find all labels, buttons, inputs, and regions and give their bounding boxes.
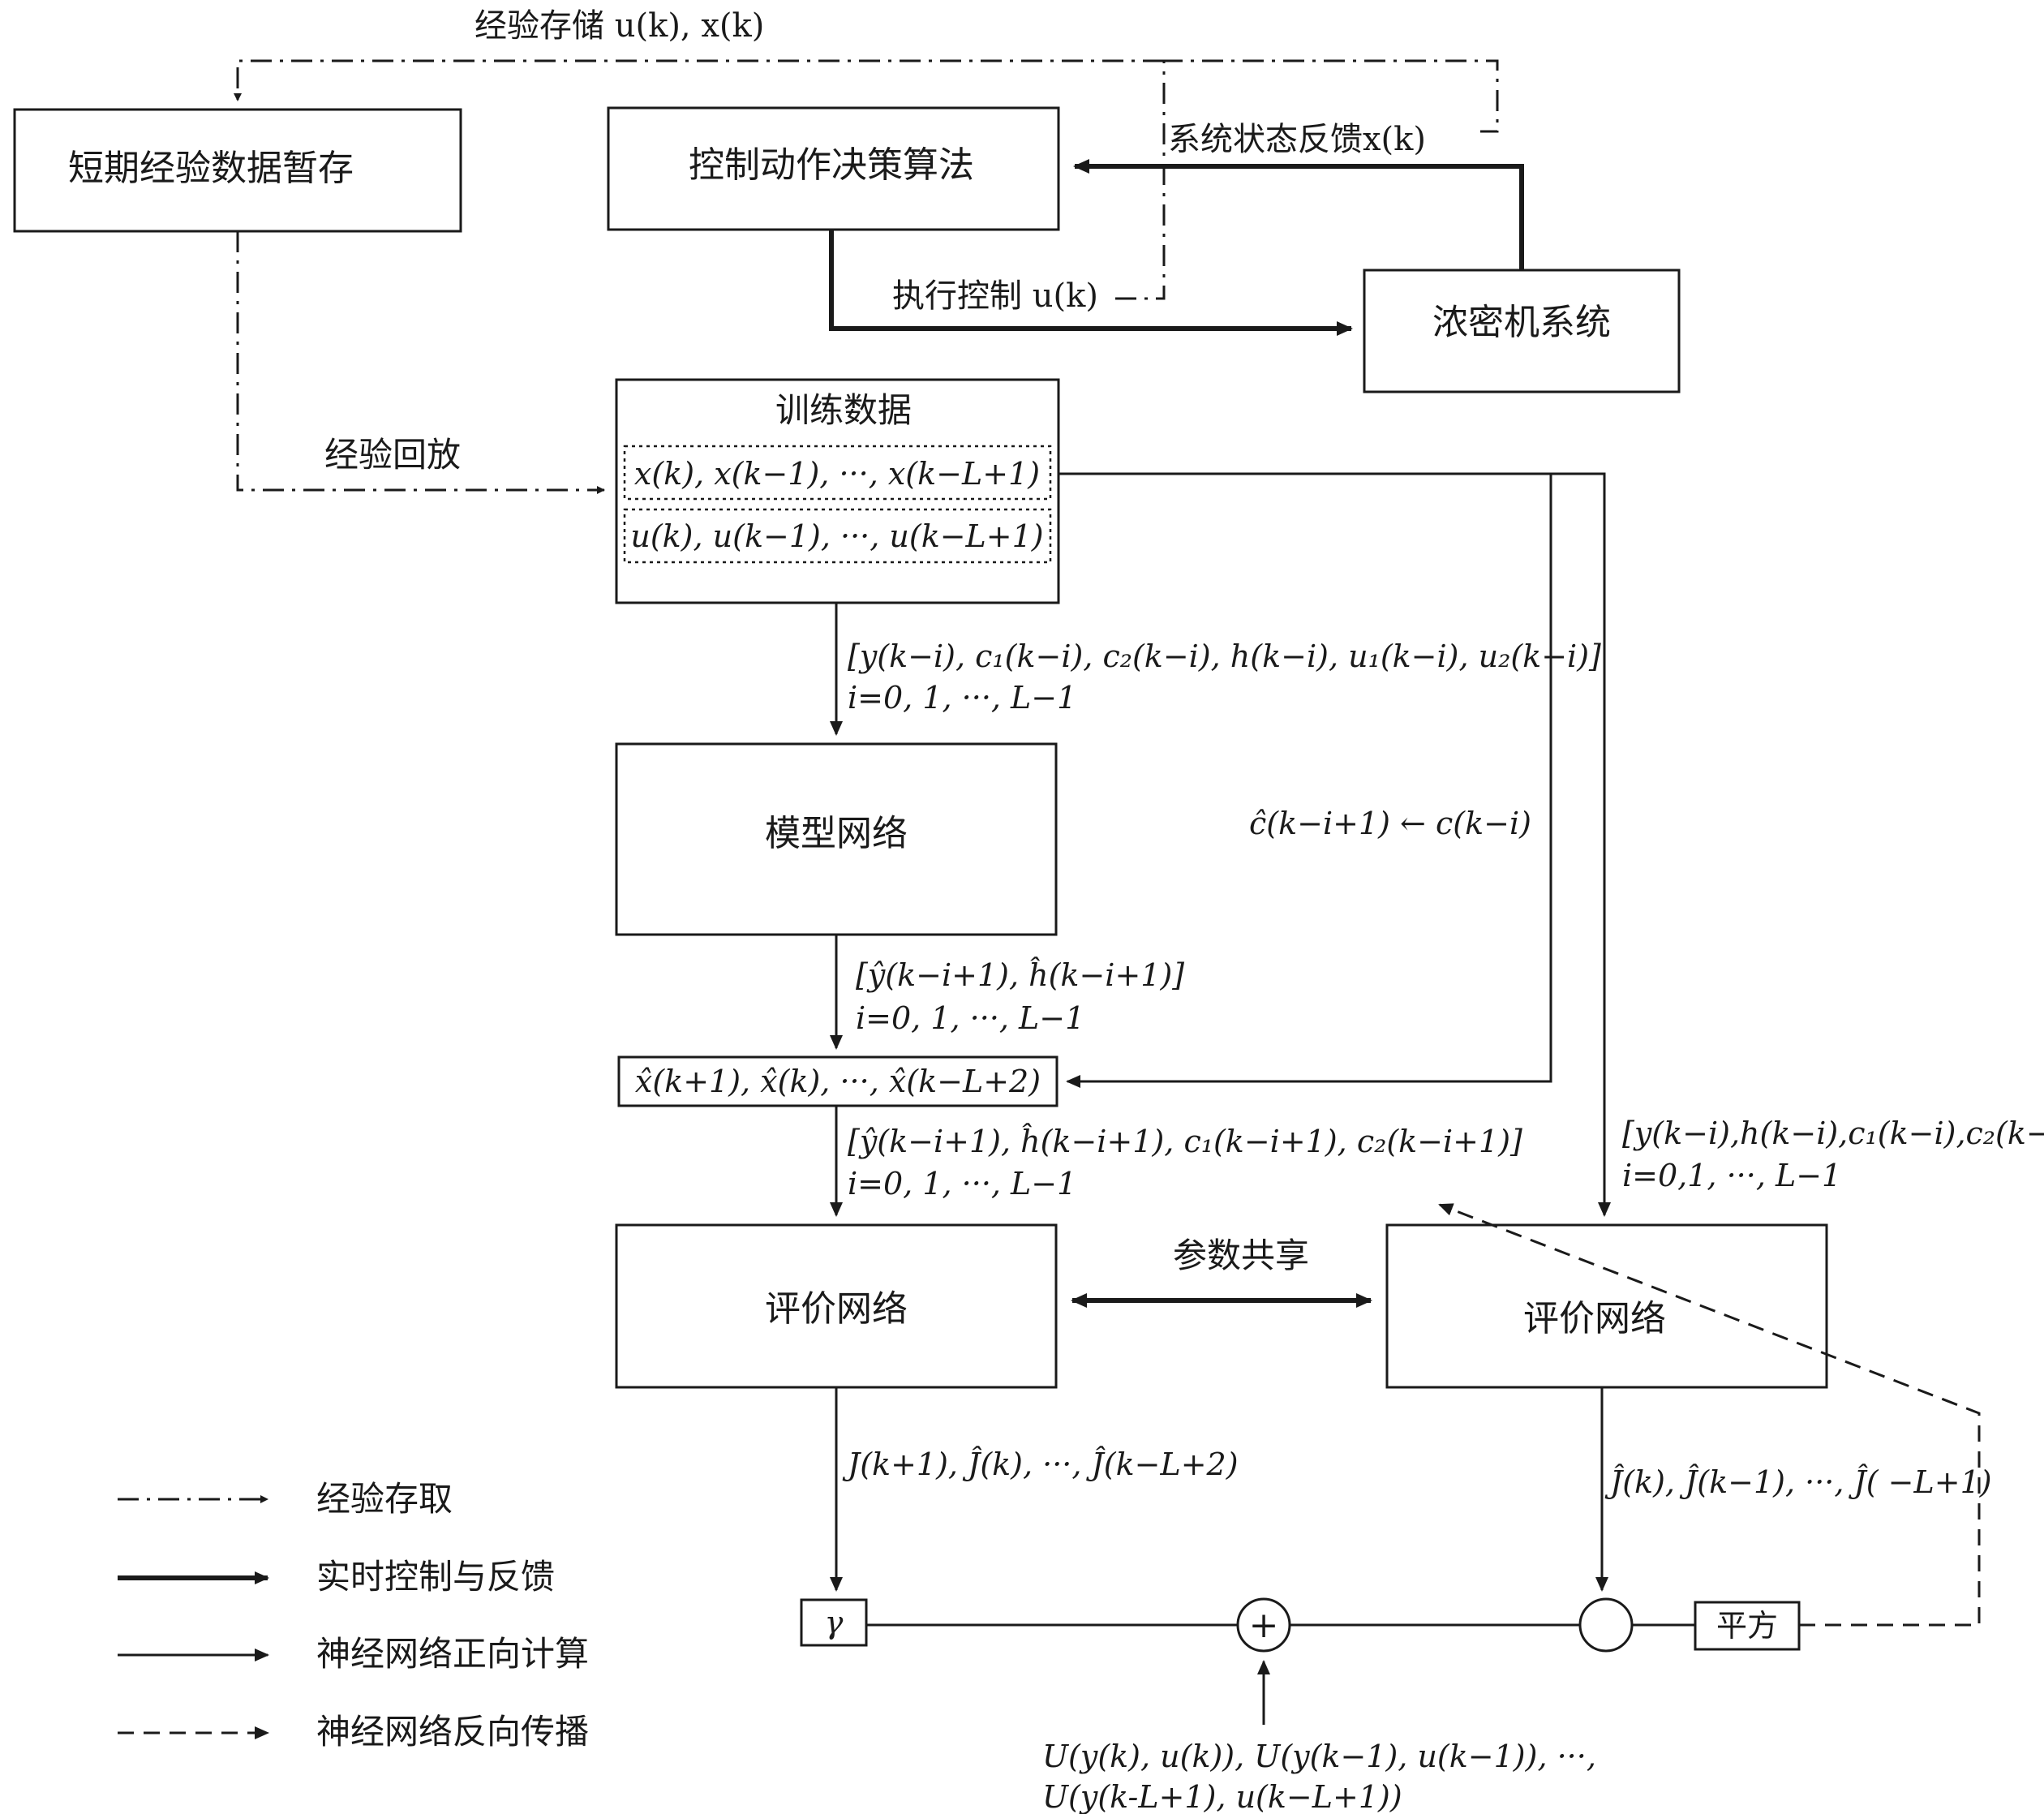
short-term-store-label: 短期经验数据暂存 xyxy=(68,148,354,189)
u-history-row xyxy=(623,508,1052,564)
parameter-sharing-text: 参数共享 xyxy=(1173,1236,1309,1275)
execute-control-arrow xyxy=(829,230,1353,336)
critic-left-input-index-text: i=0, 1, ···, L−1 xyxy=(848,1166,1076,1201)
legend-label-backprop: 神经网络反向传播 xyxy=(316,1712,589,1752)
experience-store-line xyxy=(1115,59,1499,300)
control-algorithm-label: 控制动作决策算法 xyxy=(689,144,974,186)
predicted-state-box: x̂(k+1), x̂(k), ···, x̂(k−L+2) xyxy=(617,1055,1058,1107)
x-history-label: x(k), x(k−1), ···, x(k−L+1) xyxy=(634,456,1040,492)
critic-right-input-index-text: i=0,1, ···, L−1 xyxy=(1622,1158,1841,1193)
u-history-label: u(k), u(k−1), ···, u(k−L+1) xyxy=(630,518,1043,554)
critic-network-left-box: 评价网络 xyxy=(615,1223,1058,1389)
difference-node xyxy=(1578,1597,1634,1653)
utility-text-line1: U(y(k), u(k)), U(y(k−1), u(k−1)), ···, xyxy=(1042,1739,1596,1774)
model-output-index-text: i=0, 1, ···, L−1 xyxy=(856,1000,1084,1036)
backprop-arrow xyxy=(1438,1203,1981,1627)
experience-replay-arrow xyxy=(236,231,605,494)
legend-label-forward: 神经网络正向计算 xyxy=(316,1634,589,1674)
experience-store-arrow xyxy=(234,59,1164,101)
j-right-text: Ĵ(k), Ĵ(k−1), ···, Ĵ( −L+1) xyxy=(1604,1464,1992,1500)
predicted-state-label: x̂(k+1), x̂(k), ···, x̂(k−L+2) xyxy=(635,1064,1041,1099)
legend-label-experience: 经验存取 xyxy=(316,1479,453,1519)
critic-right-input-text: [y(k−i),h(k−i),c₁(k−i),c₂(k−i)] xyxy=(1622,1115,2044,1151)
critic-left-input-text: [ŷ(k−i+1), ĥ(k−i+1), c₁(k−i+1), c₂(k−i+1… xyxy=(848,1124,1522,1159)
j-left-text: J(k+1), Ĵ(k), ···, Ĵ(k−L+2) xyxy=(842,1446,1239,1482)
gamma-box: γ xyxy=(800,1598,868,1647)
critic-network-right-box: 评价网络 xyxy=(1385,1223,1828,1389)
experience-store-text: 经验存储 u(k), x(k) xyxy=(474,7,764,45)
x-history-row xyxy=(623,445,1052,501)
model-network-label: 模型网络 xyxy=(765,813,908,854)
training-data-title: 训练数据 xyxy=(775,390,912,430)
thickener-system-label: 浓密机系统 xyxy=(1432,302,1611,343)
gamma-label: γ xyxy=(825,1605,844,1640)
control-algorithm-box: 控制动作决策算法 xyxy=(607,106,1060,231)
sum-symbol: + xyxy=(1249,1605,1279,1646)
model-network-box: 模型网络 xyxy=(615,742,1058,936)
execute-control-text: 执行控制 u(k) xyxy=(892,277,1098,315)
critic-network-left-label: 评价网络 xyxy=(765,1288,908,1330)
legend: 经验存取 实时控制与反馈 神经网络正向计算 神经网络反向传播 xyxy=(118,1479,589,1752)
training-data-box: 训练数据 x(k), x(k−1), ···, x(k−L+1) u(k), u… xyxy=(615,378,1060,604)
model-input-text: [y(k−i), c₁(k−i), c₂(k−i), h(k−i), u₁(k−… xyxy=(848,638,1601,674)
square-box: 平方 xyxy=(1694,1601,1801,1651)
critic-network-right-label: 评价网络 xyxy=(1523,1298,1666,1339)
legend-label-realtime: 实时控制与反馈 xyxy=(316,1557,555,1597)
sum-node: + xyxy=(1236,1597,1291,1653)
experience-replay-text: 经验回放 xyxy=(324,435,461,475)
thickener-system-box: 浓密机系统 xyxy=(1363,269,1681,393)
utility-text-line2: U(y(k-L+1), u(k−L+1)) xyxy=(1042,1779,1402,1814)
state-to-right-critic-arrow xyxy=(1551,472,1611,1217)
state-feedback-arrow xyxy=(1073,159,1524,270)
model-output-text: [ŷ(k−i+1), ĥ(k−i+1)] xyxy=(856,957,1184,993)
state-to-predicted-arrow xyxy=(1058,472,1552,1088)
square-label: 平方 xyxy=(1716,1608,1778,1644)
short-term-store-box: 短期经验数据暂存 xyxy=(13,108,462,233)
state-feedback-text: 系统状态反馈x(k) xyxy=(1168,121,1426,158)
model-input-index-text: i=0, 1, ···, L−1 xyxy=(848,680,1076,716)
c-hat-replace-text: ĉ(k−i+1) ← c(k−i) xyxy=(1249,806,1531,841)
